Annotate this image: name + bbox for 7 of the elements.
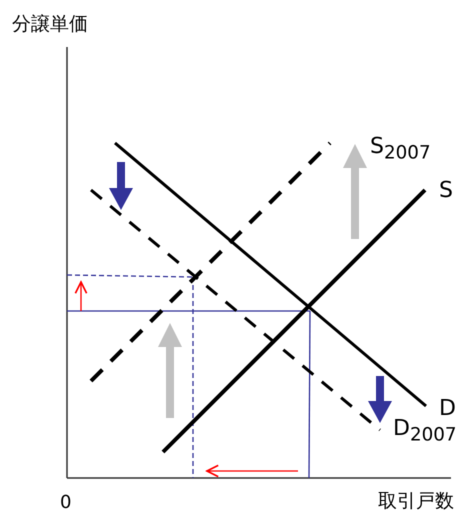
axis-title: 分譲単価 bbox=[12, 15, 88, 34]
origin-label: 0 bbox=[60, 494, 72, 512]
curve-label: S$_{2007}$ bbox=[370, 136, 431, 163]
curve-label: S bbox=[439, 180, 453, 202]
axis-title: 取引戸数 bbox=[378, 492, 454, 511]
curve-label: D bbox=[439, 398, 456, 420]
curve-label: D$_{2007}$ bbox=[393, 418, 457, 445]
